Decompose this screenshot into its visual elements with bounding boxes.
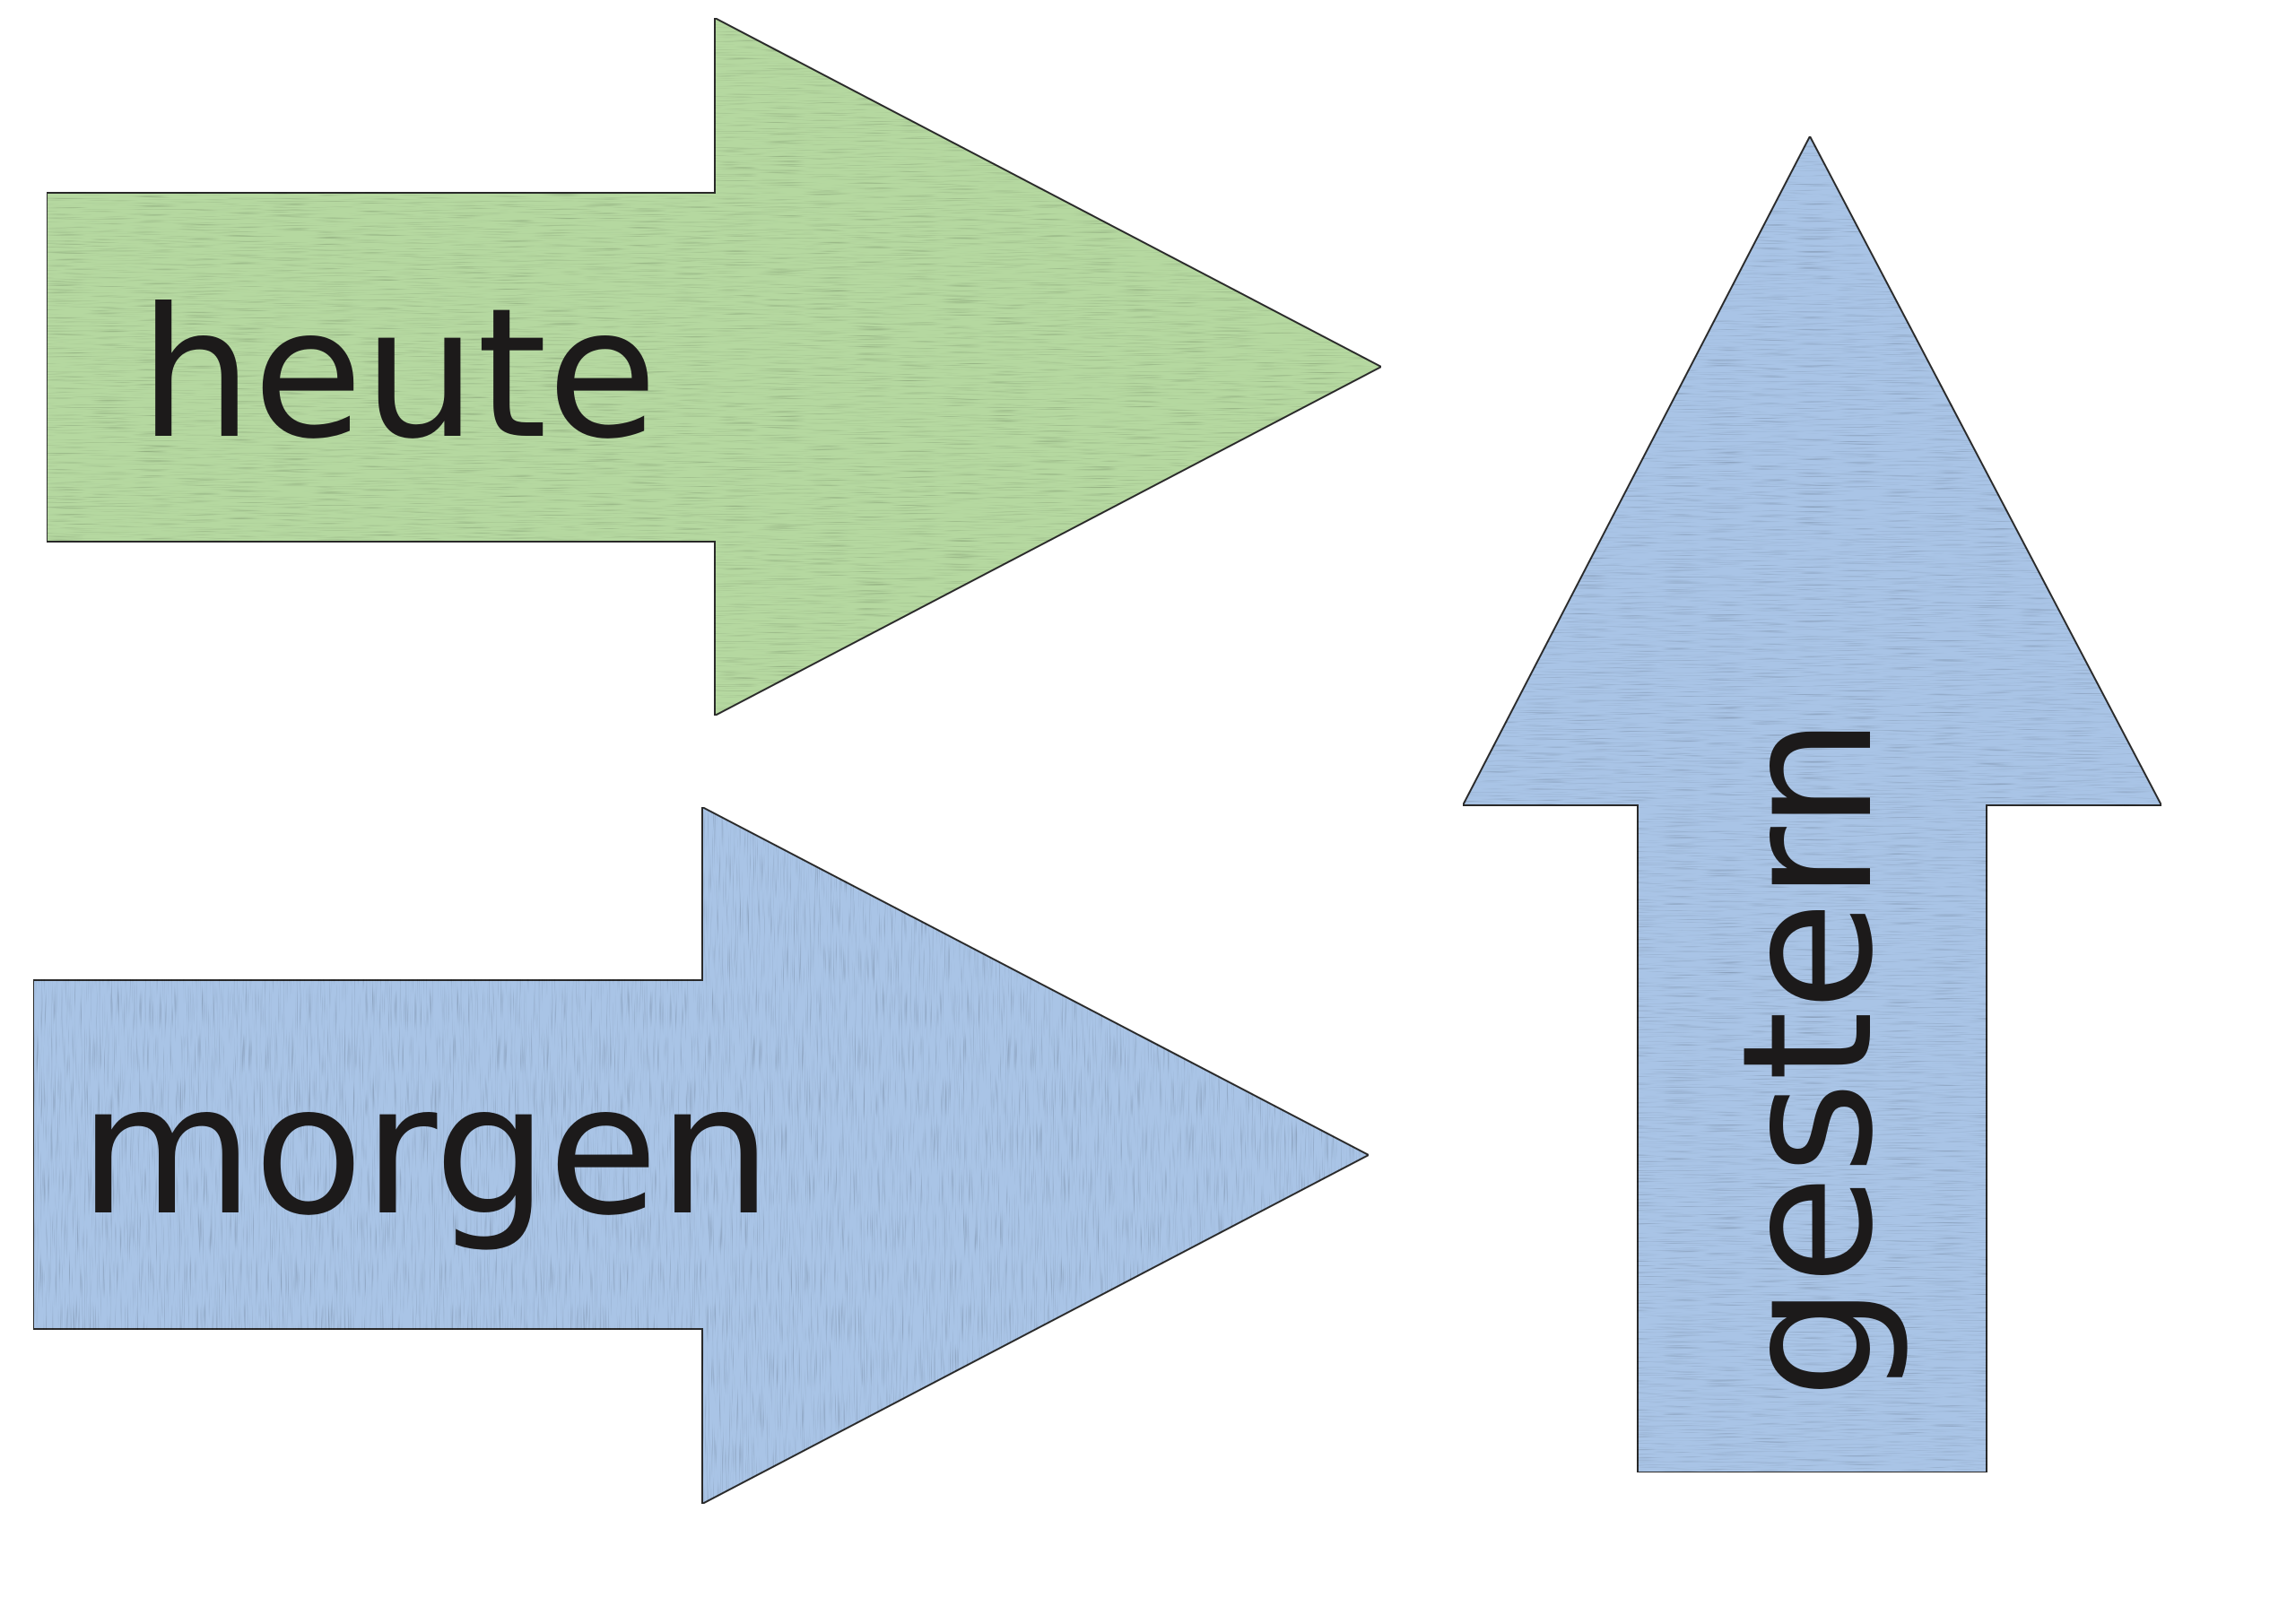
arrow-heute-label: heute (139, 270, 657, 479)
arrow-morgen-label: morgen (79, 1046, 772, 1255)
arrow-morgen[interactable]: morgen (32, 805, 1371, 1506)
arrow-heute-shape (46, 16, 1384, 717)
arrow-gestern-shape (1461, 134, 2163, 1473)
arrow-gestern-label: gestern (1704, 716, 1913, 1399)
arrow-morgen-shape (32, 805, 1371, 1506)
arrow-gestern[interactable]: gestern (1461, 134, 2163, 1473)
arrow-heute[interactable]: heute (46, 16, 1384, 717)
